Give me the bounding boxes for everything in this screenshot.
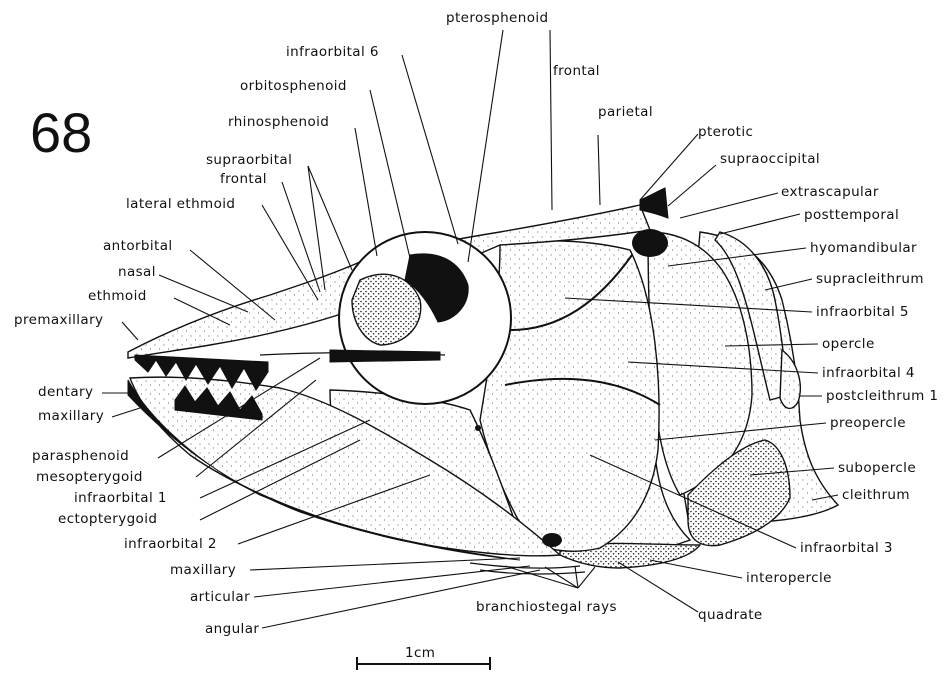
leader-premaxillary [122,322,138,340]
label-frontal-top: frontal [553,63,600,79]
label-preopercle: preopercle [830,415,906,431]
skull-illustration [128,188,838,574]
leader-infraorbital-6 [402,55,458,244]
label-supracleithrum: supracleithrum [816,271,924,287]
leader-supraoccipital [668,165,716,206]
label-articular: articular [190,589,250,605]
leader-quadrate [618,562,698,612]
label-branchiostegal-rays: branchiostegal rays [476,599,617,615]
leader-branchiostegal-4 [578,567,595,588]
leader-orbitosphenoid [370,90,410,258]
dorsal-crest [640,188,668,218]
label-interopercle: interopercle [746,570,832,586]
label-supraorbital: supraorbital [206,152,292,168]
leader-maxillary-upper [112,408,140,417]
label-lateral-ethmoid: lateral ethmoid [126,196,235,212]
label-premaxillary: premaxillary [14,312,103,328]
label-infraorbital-1: infraorbital 1 [74,490,167,506]
label-parasphenoid: parasphenoid [32,448,129,464]
leader-branchiostegal-3 [575,566,578,588]
label-quadrate: quadrate [698,607,763,623]
scale-bar: 1cm [357,645,490,670]
cheek-pore [475,425,481,431]
figure-number: 68 [30,101,92,164]
label-maxillary-lower: maxillary [170,562,236,578]
leader-supraorbital-b [308,166,325,290]
leader-interopercle [650,560,742,578]
parasphenoid-shaft [330,350,440,362]
label-nasal: nasal [118,264,156,280]
label-ethmoid: ethmoid [88,288,147,304]
leader-extrascapular [680,193,778,218]
scale-bar-label: 1cm [405,645,435,661]
leader-posttemporal [720,214,800,234]
label-dentary: dentary [38,384,93,400]
label-infraorbital-5: infraorbital 5 [816,304,909,320]
label-mesopterygoid: mesopterygoid [36,469,143,485]
label-hyomandibular: hyomandibular [810,240,917,256]
leader-pterosphenoid [468,30,503,262]
leader-branchiostegal-2 [545,567,578,588]
hyomandibular-spot [632,229,668,257]
leader-frontal-left [282,182,320,292]
label-pterosphenoid: pterosphenoid [446,10,548,26]
label-infraorbital-4: infraorbital 4 [822,365,915,381]
label-subopercle: subopercle [838,460,916,476]
label-opercle: opercle [822,336,875,352]
leader-rhinosphenoid [355,128,377,256]
leader-articular [254,566,530,597]
leader-lateral-ethmoid [262,205,318,300]
label-ectopterygoid: ectopterygoid [58,511,157,527]
quadrate-knob [542,533,562,547]
leader-pterotic [640,134,698,200]
label-infraorbital-3: infraorbital 3 [800,540,893,556]
label-pterotic: pterotic [698,124,753,140]
label-posttemporal: posttemporal [804,207,899,223]
label-antorbital: antorbital [103,238,173,254]
leader-branchiostegal-1 [505,566,578,588]
leader-frontal-top [550,30,552,210]
label-orbitosphenoid: orbitosphenoid [240,78,347,94]
leader-nasal [159,275,248,312]
label-postcleithrum-1: postcleithrum 1 [826,388,938,404]
label-infraorbital-6: infraorbital 6 [286,44,379,60]
label-cleithrum: cleithrum [842,487,910,503]
label-rhinosphenoid: rhinosphenoid [228,114,329,130]
label-parietal: parietal [598,104,653,120]
leader-parietal [598,135,600,205]
label-infraorbital-2: infraorbital 2 [124,536,217,552]
label-angular: angular [205,621,259,637]
label-maxillary-upper: maxillary [38,408,104,424]
postcleithrum-bone [780,350,800,408]
label-supraoccipital: supraoccipital [720,151,820,167]
label-frontal-left: frontal [220,171,267,187]
label-extrascapular: extrascapular [781,184,879,200]
